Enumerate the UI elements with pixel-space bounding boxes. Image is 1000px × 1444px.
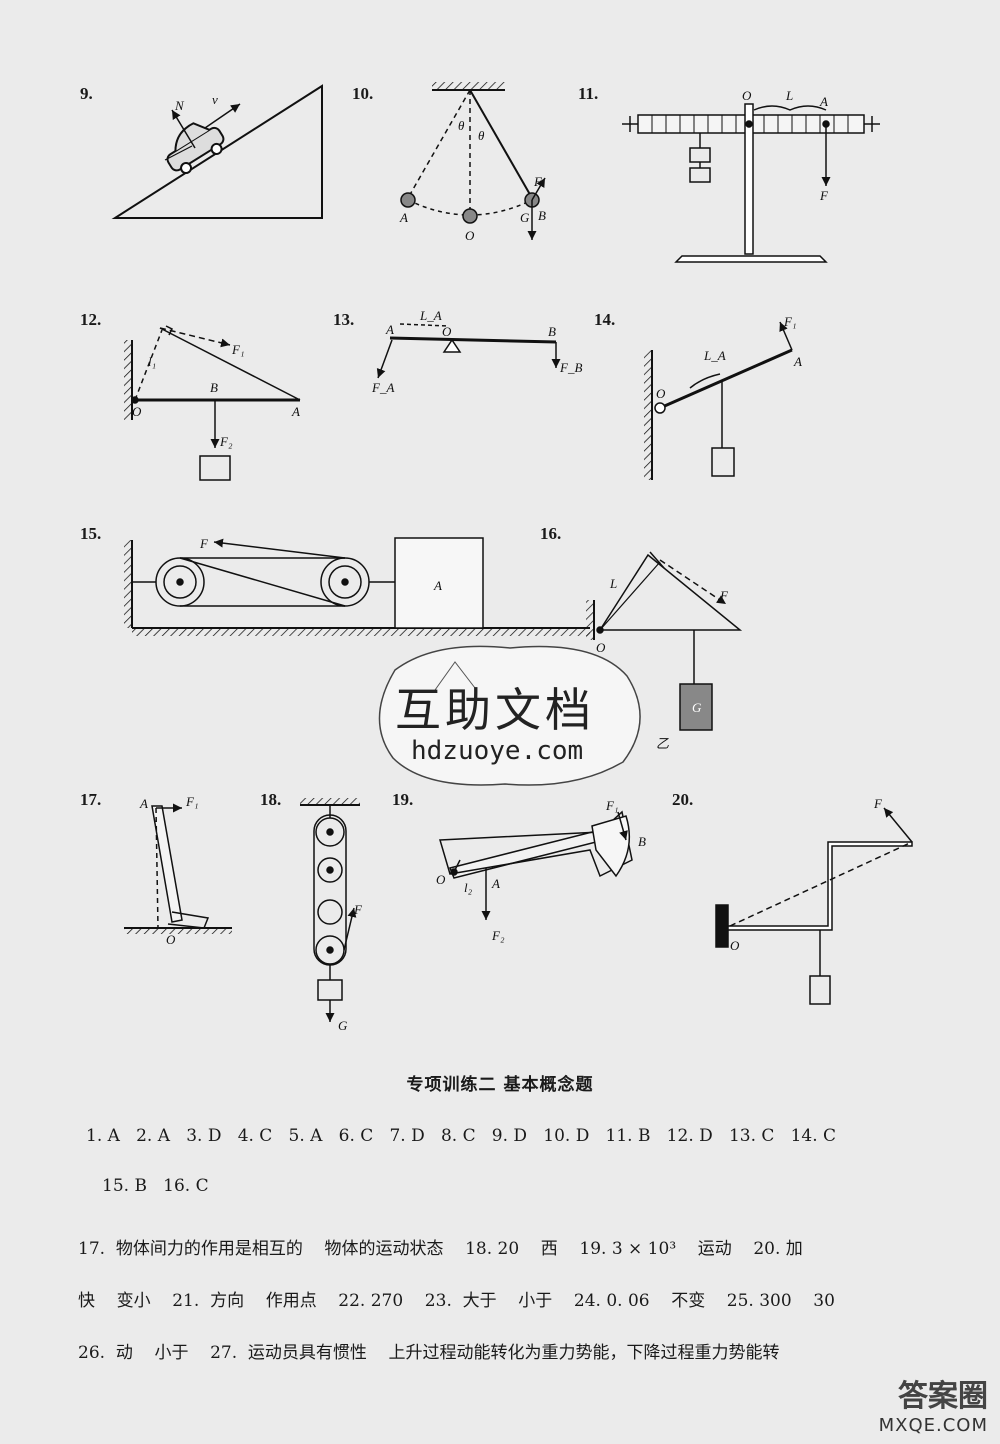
f13-label-fa: F_A xyxy=(371,380,394,395)
f12-label-f2: F₂ xyxy=(219,434,233,449)
f15-label-a: A xyxy=(433,578,442,593)
problem-number-20: 20. xyxy=(672,790,694,809)
answer-line-2: 15. B 16. C xyxy=(102,1176,209,1196)
f9-label-v: v xyxy=(212,92,218,107)
f16-label-yi: 乙 xyxy=(656,736,669,751)
f12-label-f1: F₁ xyxy=(231,342,244,357)
f17-label-f1: F₁ xyxy=(185,794,198,809)
problem-number-18: 18. xyxy=(260,790,282,809)
f11-label-l: L xyxy=(785,88,793,103)
f12-label-l1: l₁ xyxy=(148,354,156,369)
f19-label-l2: l₂ xyxy=(464,880,473,895)
problem-number-12: 12. xyxy=(80,310,102,329)
figure-12 xyxy=(124,325,301,481)
f10-label-a: A xyxy=(399,210,408,225)
f20-label-f: F xyxy=(873,796,883,811)
f12-label-a: A xyxy=(291,404,300,419)
figure-13 xyxy=(376,323,561,379)
corner-logo-cn: 答案圈 xyxy=(898,1379,988,1414)
watermark-cn: 互助文档 xyxy=(395,683,595,737)
f19-label-o: O xyxy=(436,872,446,887)
watermark-url: hdzuoye.com xyxy=(411,736,584,766)
figure-11 xyxy=(622,103,880,263)
f10-label-f: F xyxy=(533,174,543,189)
watermark-badge xyxy=(378,645,641,786)
f12-label-o: O xyxy=(132,404,142,419)
f16-label-f: F xyxy=(719,588,729,603)
f18-label-f: F xyxy=(353,902,363,917)
f20-label-o: O xyxy=(730,938,740,953)
figure-15 xyxy=(124,537,590,636)
f18-label-g: G xyxy=(338,1018,348,1033)
f13-label-a: A xyxy=(385,322,394,337)
answer-line-5: 26. 动 小于 27. 运动员具有惯性 上升过程动能转化为重力势能，下降过程重… xyxy=(78,1343,780,1363)
figure-14 xyxy=(644,321,793,480)
figure-18 xyxy=(300,798,360,1022)
f13-label-o: O xyxy=(442,324,452,339)
f16-label-o: O xyxy=(596,640,606,655)
corner-logo: 答案圈 MXQE.COM xyxy=(879,1371,988,1436)
problem-number-15: 15. xyxy=(80,524,102,543)
f10-label-theta-1: θ xyxy=(458,118,465,133)
f11-label-f: F xyxy=(819,188,829,203)
figure-19 xyxy=(439,810,633,920)
f9-label-n: N xyxy=(174,98,185,113)
f14-label-a: A xyxy=(793,354,802,369)
problem-number-16: 16. xyxy=(540,524,562,543)
f10-label-g: G xyxy=(520,210,530,225)
answer-line-1: 1. A 2. A 3. D 4. C 5. A 6. C 7. D 8. C … xyxy=(86,1126,837,1146)
problem-number-11: 11. xyxy=(578,84,599,103)
problem-number-17: 17. xyxy=(80,790,102,809)
problem-number-13: 13. xyxy=(333,310,355,329)
problem-number-9: 9. xyxy=(80,84,93,103)
figure-10 xyxy=(400,82,546,240)
figure-20 xyxy=(715,807,913,1005)
f13-label-b: B xyxy=(548,324,556,339)
f10-label-o: O xyxy=(465,228,475,243)
f19-label-f1: F₁ xyxy=(605,798,618,813)
f13-label-fb: F_B xyxy=(559,360,582,375)
figure-16 xyxy=(586,551,743,731)
f16-label-l: L xyxy=(609,576,617,591)
problem-number-14: 14. xyxy=(594,310,616,329)
f17-label-o: O xyxy=(166,932,176,947)
f11-label-o: O xyxy=(742,88,752,103)
f17-label-a: A xyxy=(139,796,148,811)
f16-label-g: G xyxy=(692,700,702,715)
answer-line-3: 17. 物体间力的作用是相互的 物体的运动状态 18. 20 西 19. 3 ×… xyxy=(78,1239,803,1259)
f14-label-la: L_A xyxy=(703,348,726,363)
problem-number-10: 10. xyxy=(352,84,374,103)
f11-label-a: A xyxy=(819,94,828,109)
watermark: 互助文档 hdzuoye.com xyxy=(365,640,655,790)
problem-number-19: 19. xyxy=(392,790,414,809)
answer-line-4: 快 变小 21. 方向 作用点 22. 270 23. 大于 小于 24. 0.… xyxy=(78,1291,835,1311)
section-title: 专项训练二 基本概念题 xyxy=(406,1075,594,1095)
f19-label-f2: F₂ xyxy=(491,928,505,943)
f12-label-b: B xyxy=(210,380,218,395)
f14-label-f1: F₁ xyxy=(783,314,796,329)
figure-9 xyxy=(111,84,323,219)
f14-label-o: O xyxy=(656,386,666,401)
figure-17 xyxy=(124,803,232,934)
corner-logo-url: MXQE.COM xyxy=(878,1415,988,1436)
f13-label-la: L_A xyxy=(419,308,442,323)
f19-label-b: B xyxy=(638,834,646,849)
f15-label-f: F xyxy=(199,536,209,551)
f19-label-a: A xyxy=(491,876,500,891)
f10-label-theta-2: θ xyxy=(478,128,485,143)
f10-label-b: B xyxy=(538,208,546,223)
